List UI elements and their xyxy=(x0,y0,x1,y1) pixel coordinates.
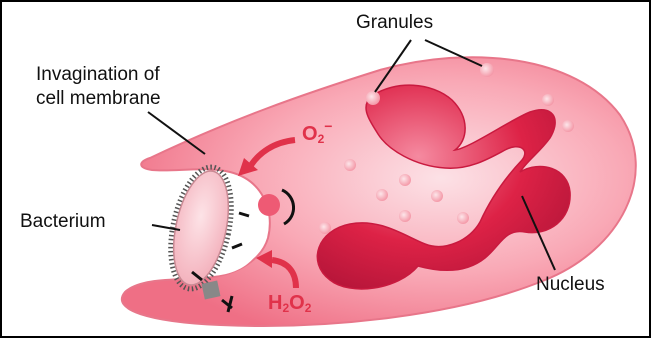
granule xyxy=(399,210,411,222)
granule xyxy=(344,159,356,171)
granule xyxy=(542,94,554,106)
receptor-bound-molecule xyxy=(258,194,280,216)
granule xyxy=(562,120,574,132)
granule xyxy=(399,174,411,186)
invagination-label-line1: Invagination of xyxy=(36,64,160,86)
bacterium-label: Bacterium xyxy=(20,211,106,233)
invagination-label-line2: cell membrane xyxy=(36,88,161,110)
superoxide-label: O2− xyxy=(302,118,332,146)
nucleus-label: Nucleus xyxy=(536,274,605,296)
complement-molecule xyxy=(202,281,221,300)
granule xyxy=(366,91,380,105)
granule xyxy=(376,189,388,201)
granule xyxy=(457,212,469,224)
granule xyxy=(431,190,443,202)
peroxide-label: H2O2 xyxy=(268,292,311,315)
granule xyxy=(319,222,331,234)
granules-label: Granules xyxy=(356,12,433,34)
